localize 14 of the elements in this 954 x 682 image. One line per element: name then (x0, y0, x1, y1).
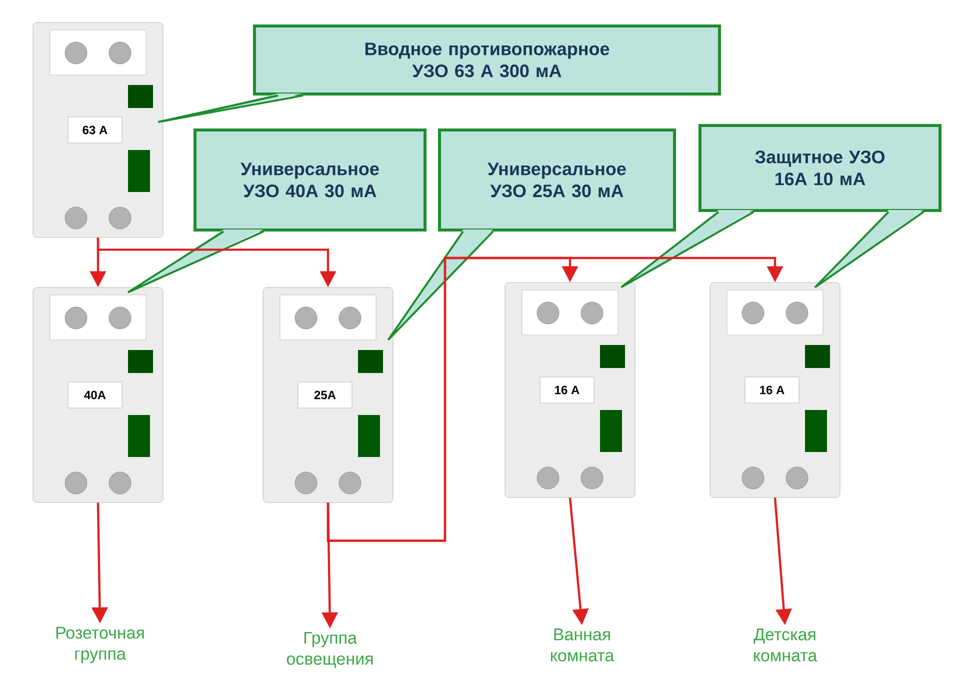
rcd-drawing: 16 A (504, 282, 636, 498)
group-label: Розеточная группа (56, 626, 144, 664)
callout-pointer (814, 210, 924, 288)
rcd-drawing: 16 A (710, 282, 840, 498)
callout-pointer (620, 210, 754, 288)
rcd-drawing: 25A (262, 287, 394, 503)
rcd-drawing: 40A (32, 287, 164, 503)
callout-pointer (127, 229, 264, 294)
rcd-drawing: 63 A (32, 22, 164, 238)
group-label: Ванная комната (551, 628, 614, 662)
callout-pointer (387, 229, 494, 341)
group-label: Группа освещения (286, 632, 373, 668)
group-label: Детская комната (754, 628, 818, 662)
wire-arrow (326, 256, 784, 542)
